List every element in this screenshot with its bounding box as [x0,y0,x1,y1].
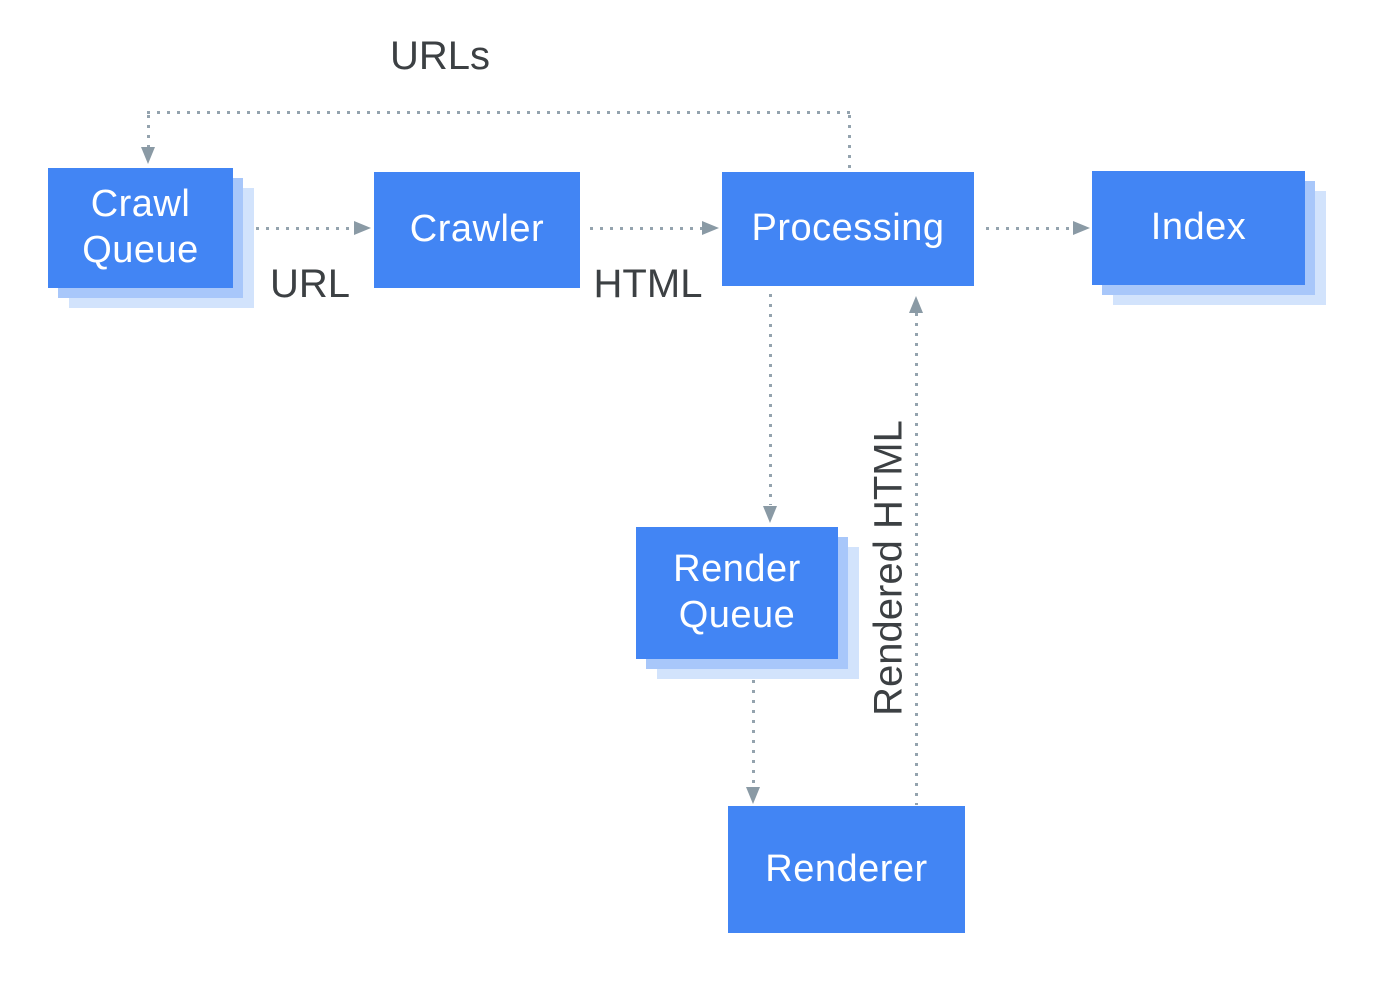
arrowhead-into-index [1073,221,1090,235]
node-label-processing: Processing [751,207,945,250]
arrowhead-into-processing [702,221,719,235]
arrowhead-into-crawler [354,221,371,235]
node-label-index: Index [1150,206,1247,249]
edge-label-urls: URLs [389,34,491,78]
arrowhead-into-crawl-queue [141,147,155,164]
edge-crawlqueue-crawler-line [256,227,354,230]
urls-loop-hline [147,111,851,114]
node-crawler: Crawler [374,172,580,288]
edge-label-rendered-html: Rendered HTML [866,420,911,716]
node-crawl-queue: Crawl Queue [48,168,233,288]
node-label-renderer: Renderer [765,847,928,890]
node-processing: Processing [722,172,974,286]
edge-processing-index-line [986,227,1072,230]
node-label-crawl-queue: Crawl Queue [82,183,199,271]
edge-processing-renderqueue-line [769,294,772,505]
edge-label-html: HTML [593,262,703,306]
arrowhead-into-renderer [746,787,760,804]
node-label-crawler: Crawler [409,208,545,251]
urls-loop-vline-left [147,115,150,147]
arrowhead-into-processing-bottom [909,296,923,313]
node-render-queue: Render Queue [636,527,838,659]
urls-loop-vline-right [848,115,851,168]
edge-crawler-processing-line [590,227,702,230]
node-label-render-queue: Render Queue [673,548,801,636]
arrowhead-into-render-queue [763,506,777,523]
edge-label-url: URL [269,262,351,306]
node-index: Index [1092,171,1305,285]
edge-renderer-processing-line [915,313,918,805]
edge-renderqueue-renderer-line [752,680,755,786]
node-renderer: Renderer [728,806,965,933]
